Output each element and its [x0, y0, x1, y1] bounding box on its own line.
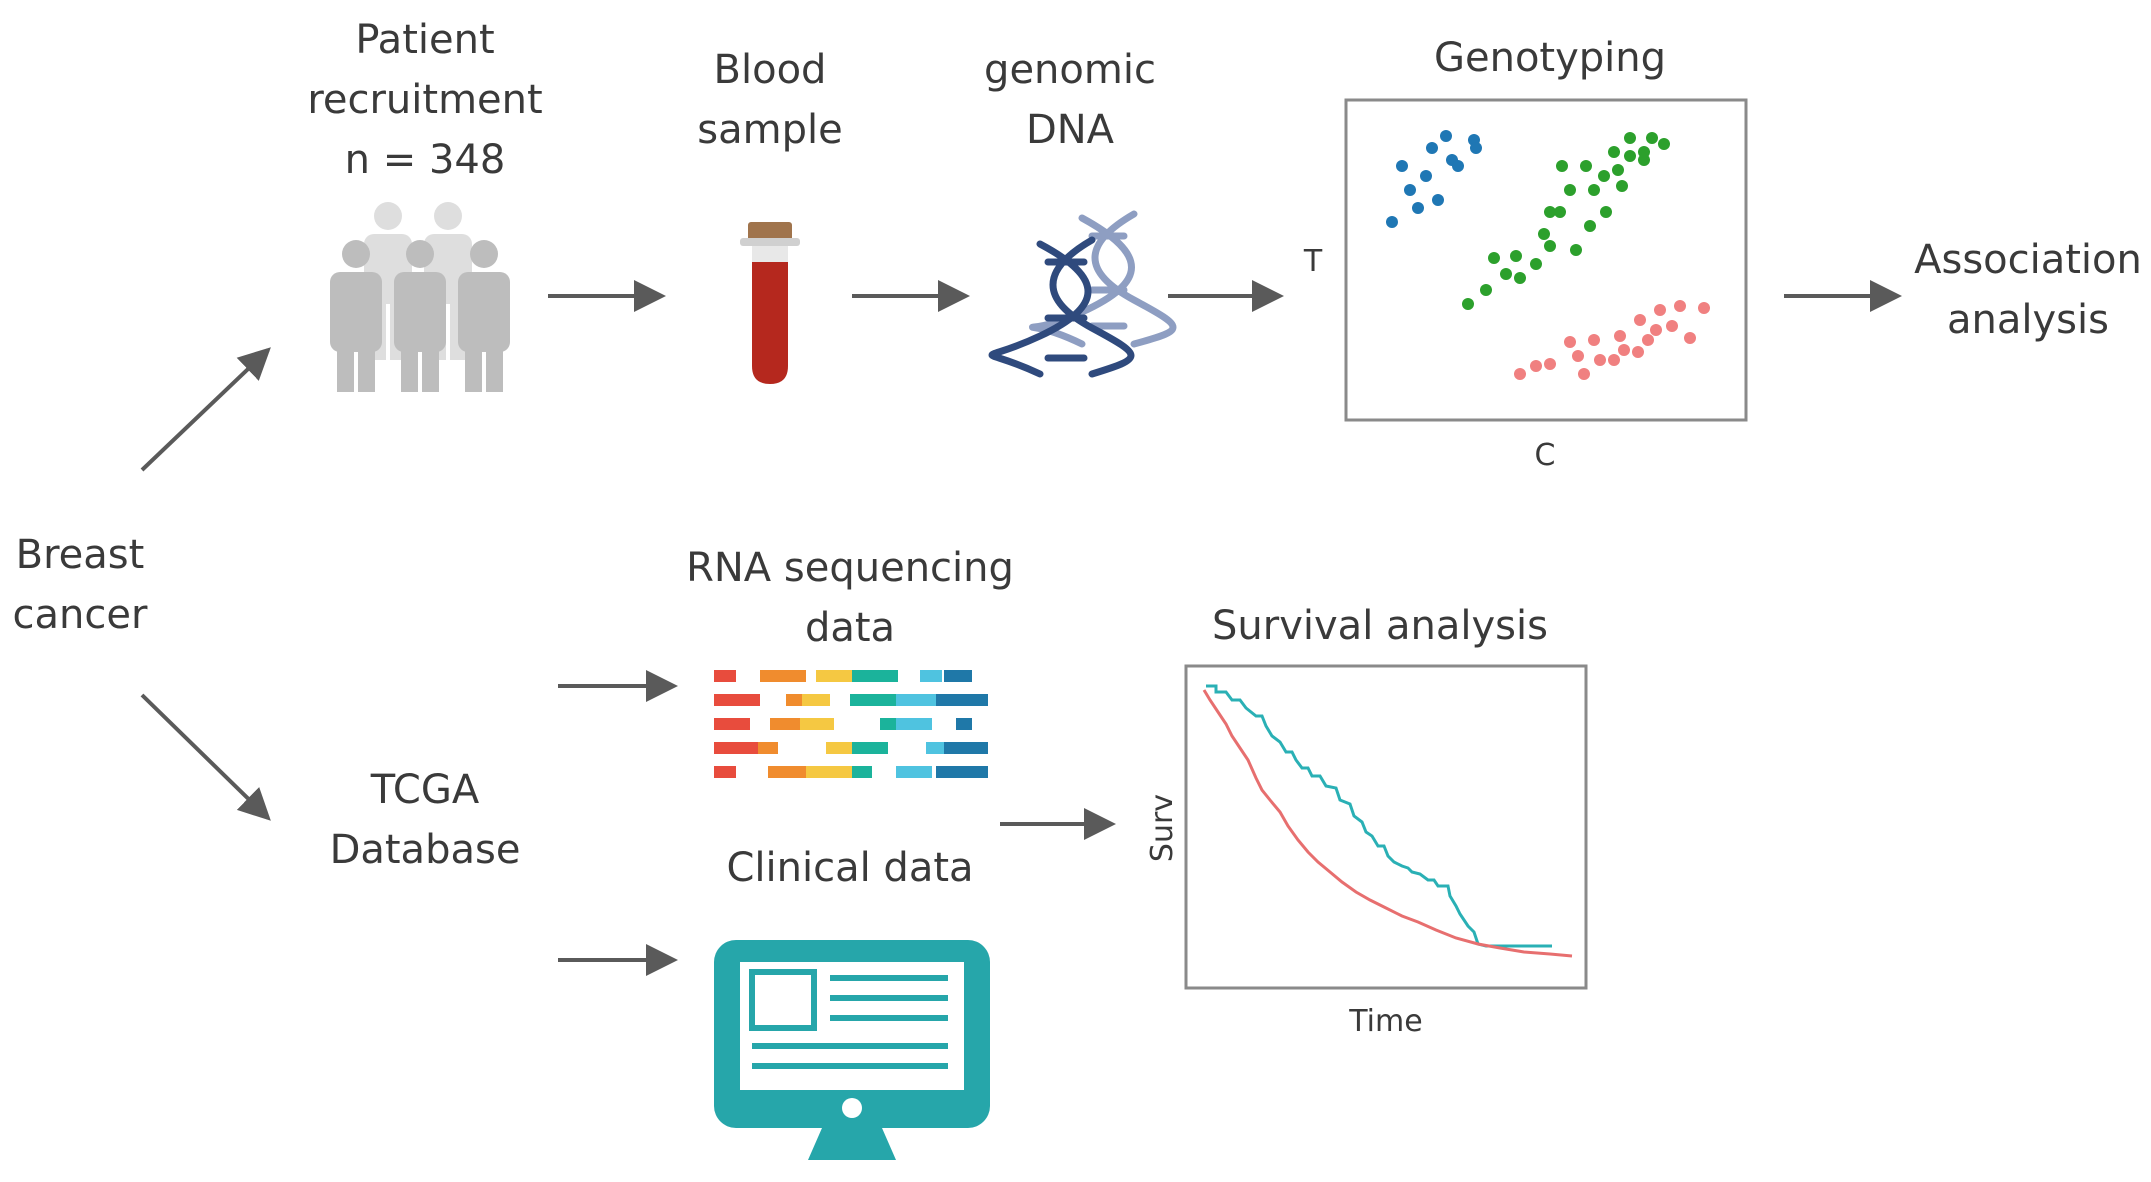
- label-association-line-1: Association: [1914, 237, 2142, 283]
- label-association-analysis: Association analysis: [1905, 230, 2151, 350]
- label-patient-line-2: recruitment: [307, 77, 543, 123]
- label-rna-line-2: data: [804, 605, 896, 651]
- label-tcga-line-2: Database: [329, 827, 521, 873]
- label-survival-axis-time: Time: [1349, 1004, 1423, 1039]
- label-survival-analysis: Survival analysis: [1212, 603, 1548, 649]
- label-breast-cancer-line-1: Breast: [15, 532, 145, 578]
- arrow-to-patient: [140, 347, 271, 472]
- survival-curve-teal: [1206, 684, 1552, 948]
- arrows: [140, 280, 1902, 976]
- genotyping-cluster-green: [1462, 132, 1670, 310]
- rna-sequencing-icon: [714, 670, 988, 778]
- label-breast-cancer: Breast cancer: [0, 525, 160, 645]
- survival-curve-red: [1202, 689, 1573, 958]
- label-rna-line-1: RNA sequencing: [686, 545, 1014, 591]
- monitor-text-lines: [752, 975, 948, 1069]
- label-patient-recruitment: Patient recruitment n = 348: [300, 10, 550, 190]
- label-dna-line-1: genomic: [984, 47, 1156, 93]
- people-front-row: [330, 240, 510, 392]
- label-patient-line-3: n = 348: [344, 137, 506, 183]
- survival-plot: [1184, 664, 1588, 990]
- genotyping-cluster-red: [1514, 300, 1710, 380]
- label-genomic-dna: genomic DNA: [970, 40, 1170, 160]
- label-association-line-2: analysis: [1947, 297, 2109, 343]
- label-genotyping-axis-c: C: [1534, 438, 1556, 473]
- label-tcga-line-1: TCGA: [370, 767, 480, 813]
- label-clinical-data: Clinical data: [726, 845, 974, 891]
- people-icon: [330, 202, 510, 392]
- label-genotyping: Genotyping: [1433, 35, 1667, 81]
- dna-helix-icon: [988, 210, 1177, 378]
- blood-tube-icon: [740, 222, 800, 384]
- label-rna-sequencing: RNA sequencing data: [680, 538, 1020, 658]
- label-patient-line-1: Patient: [355, 17, 495, 63]
- label-dna-line-2: DNA: [1025, 107, 1115, 153]
- label-blood-line-2: sample: [697, 107, 843, 153]
- genotyping-cluster-blue: [1386, 130, 1482, 228]
- genotyping-plot: [1344, 98, 1748, 422]
- label-tcga-database: TCGA Database: [320, 760, 530, 880]
- monitor-icon: [714, 940, 990, 1160]
- arrow-to-tcga: [140, 693, 271, 821]
- label-breast-cancer-line-2: cancer: [12, 592, 148, 638]
- label-genotyping-axis-t: T: [1303, 244, 1323, 279]
- label-blood-sample: Blood sample: [680, 40, 860, 160]
- label-blood-line-1: Blood: [713, 47, 827, 93]
